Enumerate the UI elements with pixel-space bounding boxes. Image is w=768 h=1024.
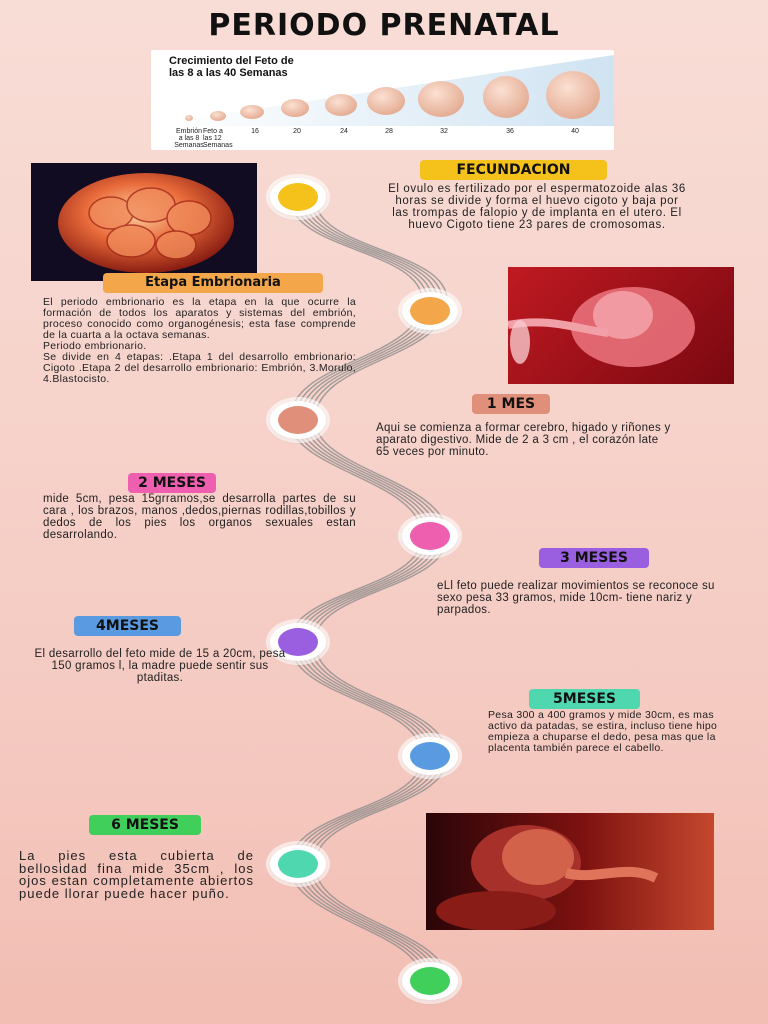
fetus-week-12-icon (210, 111, 226, 121)
heading-2-meses: 2 MESES (128, 473, 216, 493)
growth-chart-title-line1: Crecimiento del Feto de (169, 55, 294, 67)
text-2-meses: mide 5cm, pesa 15grramos,se desarrolla p… (43, 493, 356, 541)
timeline-dot (278, 628, 318, 656)
heading-6-meses: 6 MESES (89, 815, 201, 835)
week-label-28: 28 (385, 128, 393, 135)
text-etapa-embrionaria-1: El periodo embrionario es la etapa en la… (43, 296, 356, 341)
text-fecundacion: El ovulo es fertilizado por el espermato… (388, 183, 686, 231)
morula-photo (31, 163, 257, 281)
timeline-dot (410, 297, 450, 325)
text-6-meses: La pies esta cubierta de bellosidad fina… (19, 848, 254, 901)
text-etapa-embrionaria: El periodo embrionario es la etapa en la… (43, 297, 356, 385)
text-4-meses: El desarrollo del feto mide de 15 a 20cm… (34, 648, 286, 684)
timeline-dot (278, 183, 318, 211)
week-label-20: 20 (293, 128, 301, 135)
fetus-week-40-icon (546, 71, 600, 119)
timeline-dot (278, 850, 318, 878)
timeline-node-2-meses (402, 517, 458, 555)
text-1-mes: Aqui se comienza a formar cerebro, higad… (376, 422, 671, 458)
timeline-dot (410, 742, 450, 770)
fetus-week-8-icon (185, 115, 193, 121)
text-3-meses: eLl feto puede realizar movimientos se r… (437, 580, 715, 616)
week-label-36: 36 (506, 128, 514, 135)
fetal-growth-chart: Crecimiento del Feto de las 8 a las 40 S… (151, 50, 614, 150)
timeline-node-6-meses (402, 962, 458, 1000)
timeline-node-3-meses (270, 623, 326, 661)
growth-chart-background (171, 55, 614, 126)
growth-chart-title: Crecimiento del Feto de las 8 a las 40 S… (169, 55, 369, 79)
fetus-week-32-icon (418, 81, 464, 117)
week-label-24: 24 (340, 128, 348, 135)
text-etapa-embrionaria-2: Periodo embrionario. (43, 340, 147, 352)
timeline-dot (410, 967, 450, 995)
heading-3-meses: 3 MESES (539, 548, 649, 568)
heading-fecundacion: FECUNDACION (420, 160, 607, 180)
embryo-photo (508, 267, 734, 384)
week-label-32: 32 (440, 128, 448, 135)
heading-5-meses: 5MESES (529, 689, 640, 709)
heading-1-mes: 1 MES (472, 394, 550, 414)
fetus-week-20-icon (281, 99, 309, 117)
timeline-node-4-meses (402, 737, 458, 775)
timeline-node-1-mes (270, 401, 326, 439)
fetus-6-months-photo (426, 813, 714, 930)
heading-etapa-embrionaria: Etapa Embrionaria (103, 273, 323, 293)
timeline-node-5-meses (270, 845, 326, 883)
heading-4-meses: 4MESES (74, 616, 181, 636)
timeline-node-fecundacion (270, 178, 326, 216)
timeline-dot (410, 522, 450, 550)
growth-chart-title-line2: las 8 a las 40 Semanas (169, 67, 288, 79)
fetus-week-28-icon (367, 87, 405, 115)
fetus-week-16-icon (240, 105, 264, 119)
fetus-week-36-icon (483, 76, 529, 118)
fetus-week-24-icon (325, 94, 357, 116)
page-title: PERIODO PRENATAL (208, 8, 560, 43)
week-label-40: 40 (571, 128, 579, 135)
text-5-meses: Pesa 300 a 400 gramos y mide 30cm, es ma… (488, 709, 718, 754)
timeline-node-embrionaria (402, 292, 458, 330)
timeline-dot (278, 406, 318, 434)
week-label-16: 16 (251, 128, 259, 135)
text-etapa-embrionaria-3: Se divide en 4 etapas: .Etapa 1 del desa… (43, 351, 356, 385)
